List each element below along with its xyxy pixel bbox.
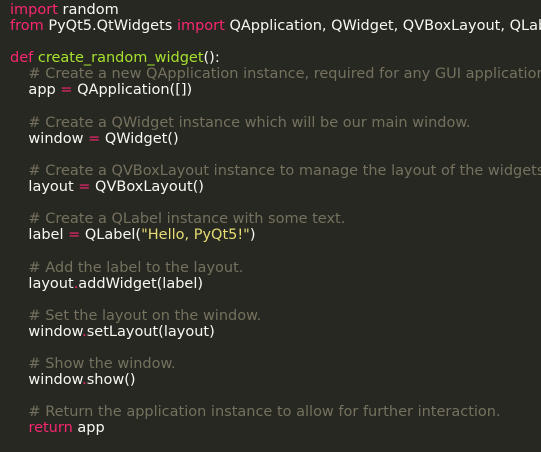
code-token-keyword: return: [28, 420, 73, 437]
code-token-default: QApplication, QWidget, QVBoxLayout, QLab…: [224, 18, 541, 35]
code-line: return app: [10, 420, 541, 436]
code-token-comment: # Return the application instance to all…: [10, 404, 501, 421]
code-line: window = QWidget(): [10, 131, 541, 147]
code-line: [10, 99, 541, 115]
code-token-default: window: [10, 130, 89, 147]
code-line: [10, 147, 541, 163]
code-token-comment: # Create a QVBoxLayout instance to manag…: [10, 162, 541, 179]
code-token-keyword: =: [78, 179, 91, 196]
code-line: # Show the window.: [10, 356, 541, 372]
code-line: def create_random_widget():: [10, 50, 541, 66]
code-token-default: QLabel(: [80, 227, 142, 244]
code-token-default: layout: [10, 275, 74, 292]
code-token-keyword: =: [68, 227, 81, 244]
code-line: layout.addWidget(label): [10, 276, 541, 292]
code-line: [10, 34, 541, 50]
code-line: window.setLayout(layout): [10, 324, 541, 340]
code-line: # Add the label to the layout.: [10, 260, 541, 276]
code-token-comment: # Show the window.: [10, 356, 176, 373]
code-line: # Return the application instance to all…: [10, 404, 541, 420]
code-line: [10, 292, 541, 308]
code-line: [10, 195, 541, 211]
code-token-default: [10, 420, 28, 436]
code-token-default: setLayout(layout): [86, 323, 215, 340]
code-token-default: addWidget(label): [78, 275, 204, 292]
code-token-default: ():: [203, 50, 220, 67]
code-token-keyword: .: [82, 372, 87, 389]
code-token-keyword: =: [88, 130, 101, 147]
code-token-default: show(): [86, 372, 136, 389]
code-line: # Create a QWidget instance which will b…: [10, 115, 541, 131]
code-token-default: app: [72, 420, 105, 437]
code-token-default: window: [10, 323, 83, 340]
code-token-default: app: [10, 82, 61, 99]
code-token-default: QWidget(): [100, 130, 179, 147]
code-token-comment: # Create a QWidget instance which will b…: [10, 114, 471, 131]
code-token-keyword: .: [73, 275, 79, 292]
code-token-keyword: def: [10, 50, 34, 67]
code-token-string: "Hello, PyQt5!": [141, 227, 250, 244]
code-line: from PyQt5.QtWidgets import QApplication…: [10, 18, 541, 34]
code-token-comment: # Set the layout on the window.: [10, 307, 262, 324]
code-line: [10, 243, 541, 259]
code-token-default: ): [249, 227, 256, 244]
code-token-keyword: import: [176, 18, 225, 35]
code-token-keyword: =: [60, 82, 73, 99]
code-token-keyword: from: [10, 18, 44, 35]
code-line: [10, 388, 541, 404]
code-line: [10, 340, 541, 356]
code-token-comment: # Add the label to the layout.: [10, 259, 244, 276]
code-token-default: label: [10, 227, 69, 244]
code-line: app = QApplication([]): [10, 82, 541, 98]
code-token-default: random: [57, 2, 119, 18]
code-token-keyword: import: [10, 2, 58, 18]
code-line: # Set the layout on the window.: [10, 308, 541, 324]
code-line: window.show(): [10, 372, 541, 388]
code-token-keyword: .: [82, 323, 87, 340]
code-token-default: QVBoxLayout(): [90, 179, 204, 196]
code-line: # Create a QVBoxLayout instance to manag…: [10, 163, 541, 179]
code-token-default: layout: [10, 179, 79, 196]
code-line: # Create a new QApplication instance, re…: [10, 66, 541, 82]
code-token-function: create_random_widget: [37, 50, 204, 67]
code-line: import random: [10, 2, 541, 18]
code-line: layout = QVBoxLayout(): [10, 179, 541, 195]
code-token-comment: # Create a QLabel instance with some tex…: [10, 211, 346, 228]
code-token-default: QApplication([]): [72, 82, 193, 99]
code-line: label = QLabel("Hello, PyQt5!"): [10, 227, 541, 243]
code-token-default: window: [10, 372, 83, 389]
code-token-default: PyQt5.QtWidgets: [43, 18, 177, 35]
code-line: # Create a QLabel instance with some tex…: [10, 211, 541, 227]
code-token-comment: # Create a new QApplication instance, re…: [10, 66, 541, 83]
